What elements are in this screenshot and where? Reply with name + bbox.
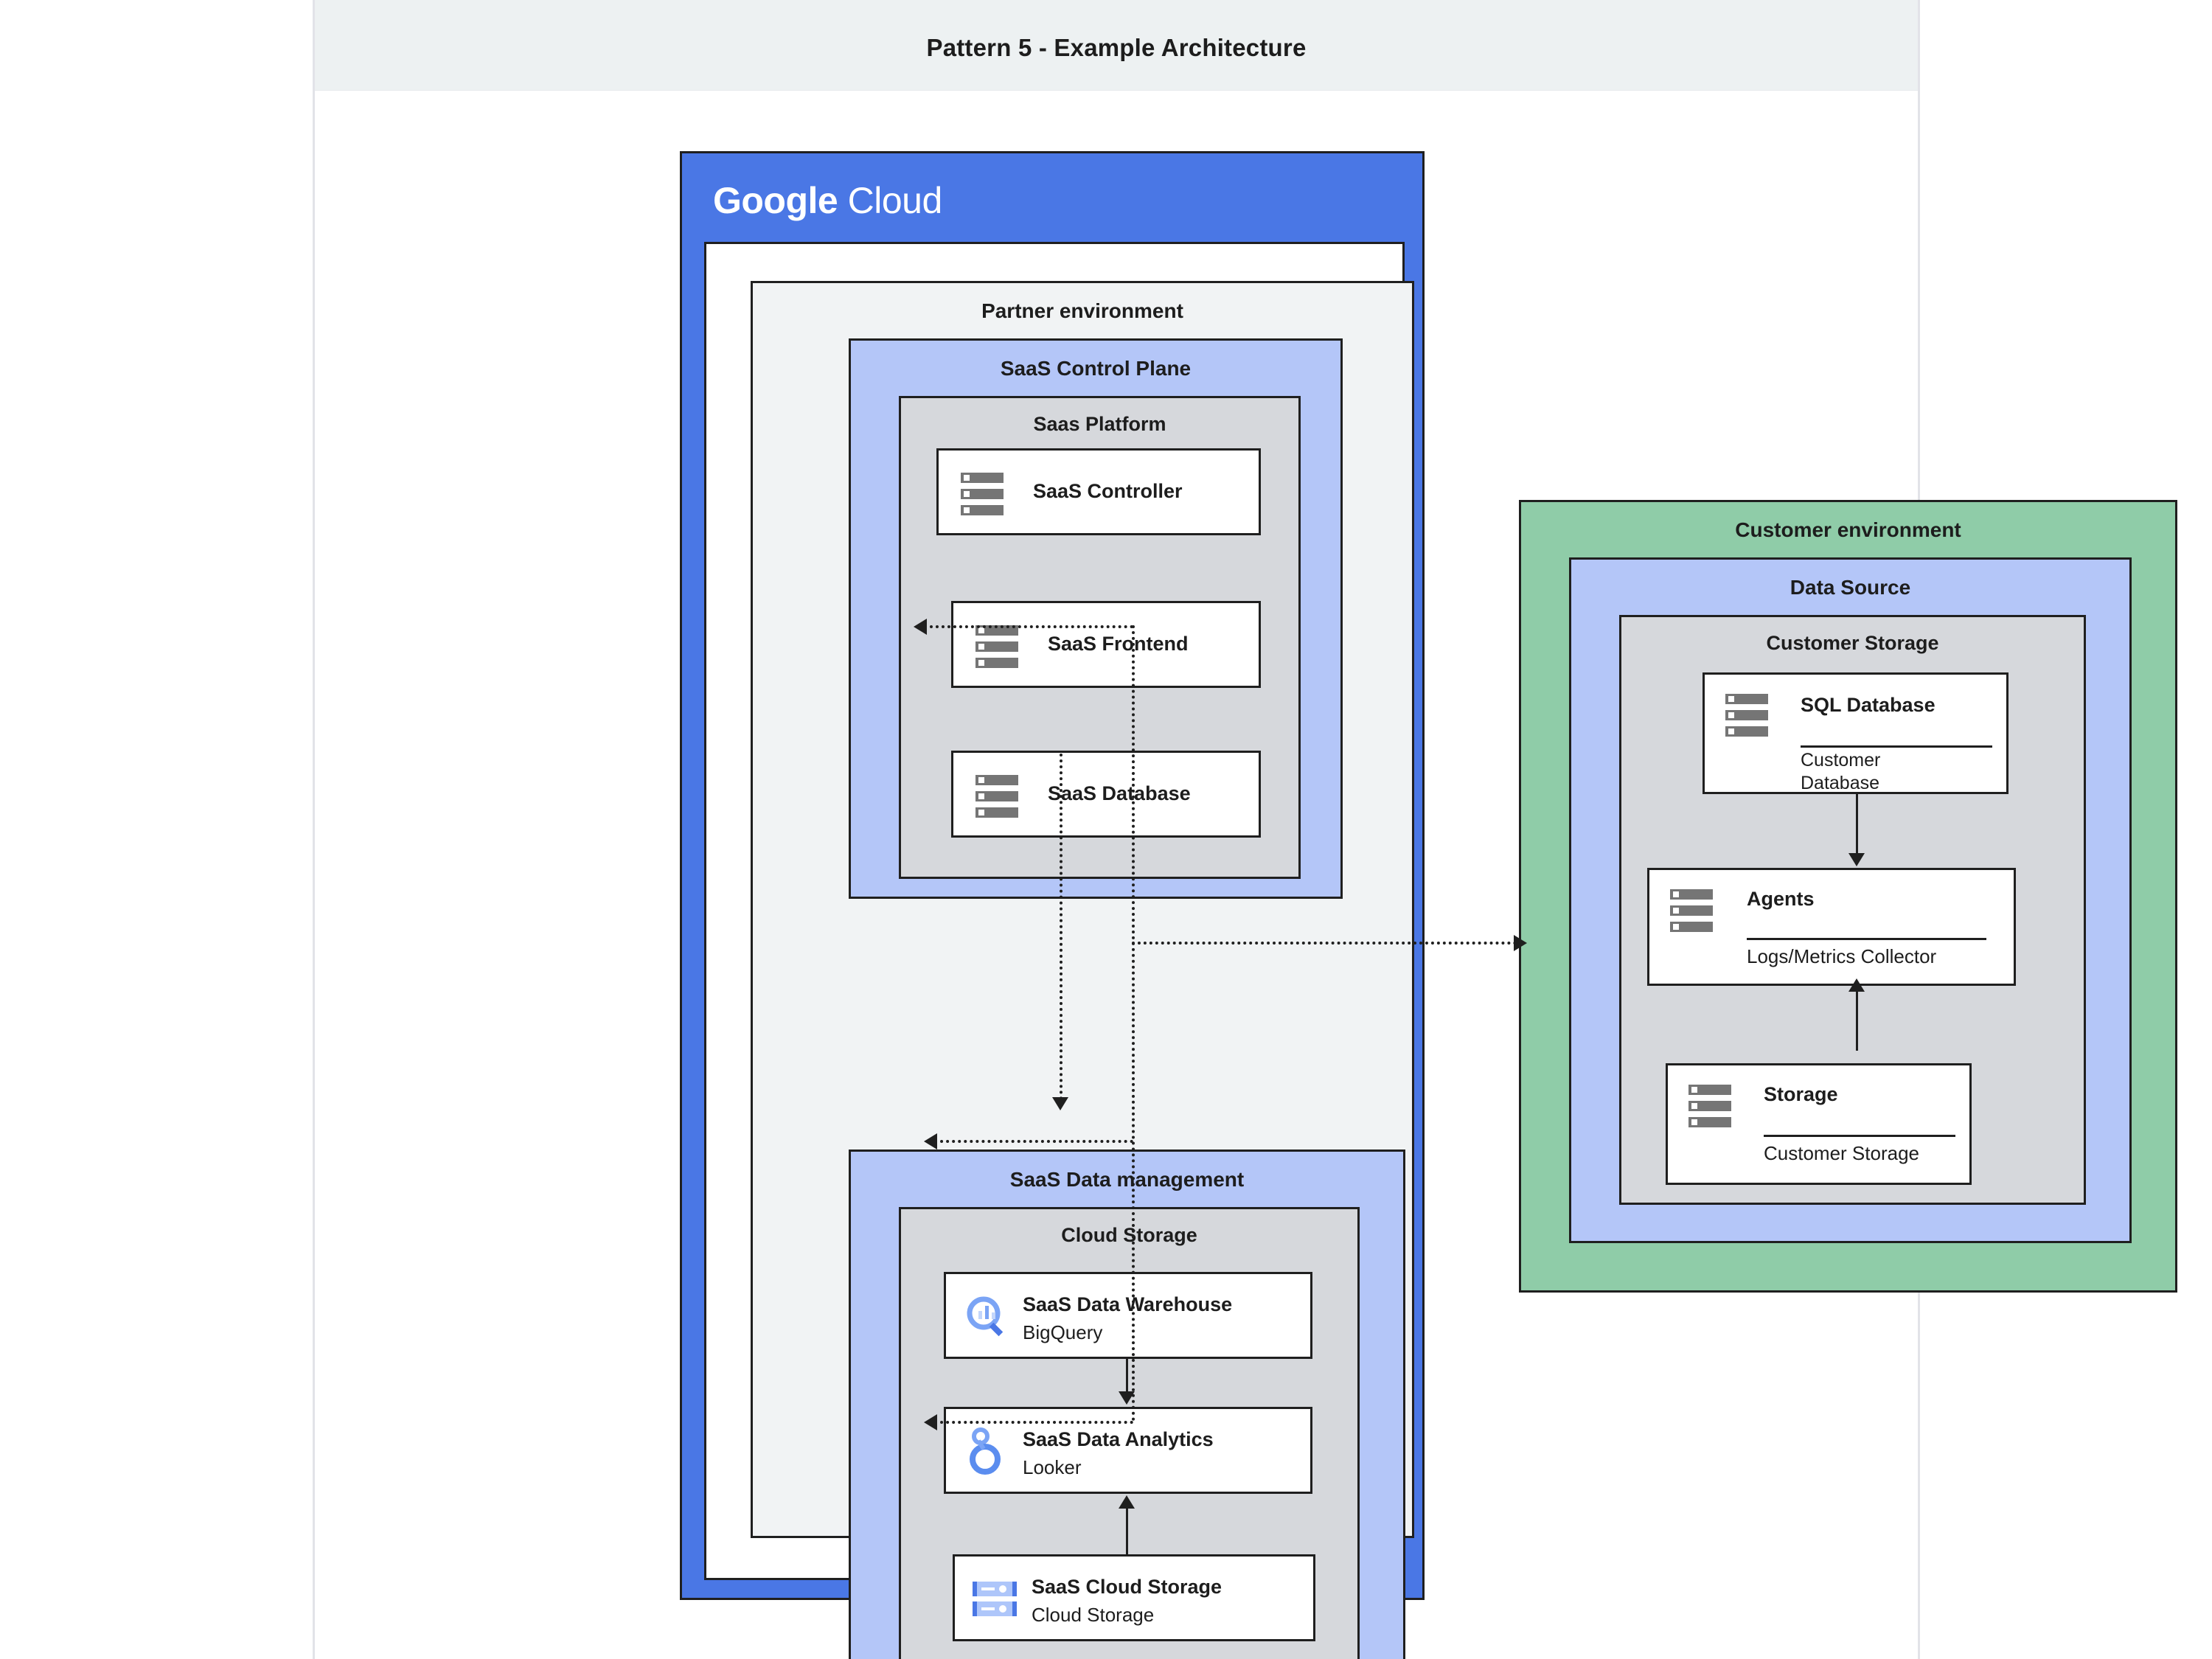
- node-storage[interactable]: Storage Customer Storage: [1666, 1063, 1972, 1185]
- google-wordmark: Google: [713, 180, 838, 221]
- saas-control-plane-group: SaaS Control Plane Saas Platform SaaS Co…: [849, 338, 1343, 899]
- connector-trunk-vertical: [1132, 625, 1135, 1422]
- node-label: SaaS Cloud Storage: [1032, 1576, 1222, 1598]
- connector-to-saas-frontend: [924, 625, 1133, 628]
- document-frame: Pattern 5 - Example Architecture Google …: [313, 0, 2177, 1659]
- saas-platform-group: Saas Platform SaaS Controller SaaS Front…: [899, 396, 1301, 879]
- customer-storage-group: Customer Storage SQL Database Customer D…: [1619, 615, 2086, 1205]
- saas-control-plane-title: SaaS Control Plane: [1000, 357, 1192, 380]
- arrowhead-up: [1119, 1495, 1135, 1509]
- node-sublabel: Logs/Metrics Collector: [1747, 945, 1937, 967]
- node-label: SaaS Database: [1048, 782, 1191, 804]
- cloud-storage-title: Cloud Storage: [1061, 1224, 1197, 1246]
- arrowhead-left: [924, 1414, 937, 1430]
- customer-environment-group: Customer environment Data Source Custome…: [1519, 500, 2177, 1293]
- google-cloud-logo: Google Cloud: [713, 179, 942, 222]
- node-saas-controller[interactable]: SaaS Controller: [936, 448, 1261, 535]
- node-saas-frontend[interactable]: SaaS Frontend: [951, 601, 1261, 688]
- arrowhead-down: [1119, 1391, 1135, 1405]
- saas-data-management-title: SaaS Data management: [1009, 1168, 1245, 1191]
- node-label: SaaS Controller: [1033, 480, 1183, 502]
- arrowhead-left: [914, 619, 927, 635]
- partner-environment-title: Partner environment: [981, 299, 1183, 322]
- cloud-storage-icon: [973, 1582, 1017, 1617]
- server-icon: [975, 625, 1018, 668]
- arrowhead-down: [1052, 1097, 1068, 1110]
- node-sublabel: Looker: [1023, 1456, 1082, 1478]
- connector-storage-to-agents: [1856, 986, 1858, 1051]
- data-source-group: Data Source Customer Storage SQL Databas…: [1569, 557, 2132, 1243]
- server-icon: [1688, 1085, 1731, 1127]
- node-saas-cloud-storage[interactable]: SaaS Cloud Storage Cloud Storage: [953, 1554, 1315, 1641]
- connector-to-agents: [1132, 942, 1517, 945]
- arrowhead-left: [924, 1133, 937, 1150]
- google-cloud-container: Google Cloud Partner environment SaaS Co…: [680, 151, 1425, 1659]
- node-divider: [1801, 745, 1992, 748]
- node-sql-database[interactable]: SQL Database Customer Database: [1703, 672, 2008, 794]
- node-sublabel: BigQuery: [1023, 1321, 1103, 1343]
- node-label: SaaS Frontend: [1048, 633, 1189, 655]
- node-divider: [1747, 938, 1986, 940]
- node-label: Agents: [1747, 888, 1815, 910]
- bigquery-icon: [964, 1293, 1011, 1340]
- node-divider: [1764, 1135, 1955, 1137]
- node-agents[interactable]: Agents Logs/Metrics Collector: [1647, 868, 2016, 986]
- server-icon: [1670, 889, 1713, 932]
- server-icon: [1725, 694, 1768, 737]
- connector-saas-database-to-cloud-storage: [1060, 754, 1062, 1100]
- connector-warehouse-to-analytics: [1126, 1359, 1128, 1393]
- cloud-wordmark: Cloud: [847, 180, 943, 221]
- node-label: SaaS Data Warehouse: [1023, 1293, 1233, 1315]
- server-icon: [961, 473, 1004, 515]
- saas-platform-title: Saas Platform: [1033, 413, 1166, 435]
- connector-to-data-warehouse: [934, 1140, 1133, 1143]
- arrowhead-right: [1514, 935, 1527, 951]
- node-sublabel-line2: Database: [1801, 773, 1880, 793]
- node-saas-data-warehouse[interactable]: SaaS Data Warehouse BigQuery: [944, 1272, 1312, 1359]
- arrowhead-down: [1848, 853, 1865, 866]
- node-saas-data-analytics[interactable]: SaaS Data Analytics Looker: [944, 1407, 1312, 1494]
- node-label: SQL Database: [1801, 694, 1935, 716]
- node-sublabel: Customer Storage: [1764, 1142, 1919, 1164]
- arrowhead-up: [1848, 978, 1865, 992]
- node-saas-database[interactable]: SaaS Database: [951, 751, 1261, 838]
- partner-environment-group: Partner environment SaaS Control Plane S…: [751, 281, 1414, 1659]
- google-cloud-inner-frame: Partner environment SaaS Control Plane S…: [704, 242, 1414, 1659]
- node-sublabel: Cloud Storage: [1032, 1604, 1155, 1626]
- data-source-title: Data Source: [1790, 576, 1911, 599]
- document-header: Pattern 5 - Example Architecture: [315, 0, 1918, 91]
- connector-to-saas-cloud-storage: [934, 1421, 1133, 1424]
- customer-environment-title: Customer environment: [1735, 518, 1961, 541]
- connector-sql-to-agents: [1856, 794, 1858, 855]
- node-sublabel-line1: Customer: [1801, 750, 1881, 771]
- node-label: Storage: [1764, 1083, 1838, 1105]
- page-title: Pattern 5 - Example Architecture: [926, 34, 1307, 61]
- saas-data-management-group: SaaS Data management Cloud Storage: [849, 1150, 1405, 1659]
- node-label: SaaS Data Analytics: [1023, 1428, 1214, 1450]
- customer-storage-title: Customer Storage: [1766, 632, 1939, 654]
- looker-icon: [964, 1427, 1011, 1477]
- connector-cloudstorage-to-analytics: [1126, 1507, 1128, 1554]
- server-icon: [975, 775, 1018, 818]
- cloud-storage-group: Cloud Storage: [899, 1207, 1360, 1659]
